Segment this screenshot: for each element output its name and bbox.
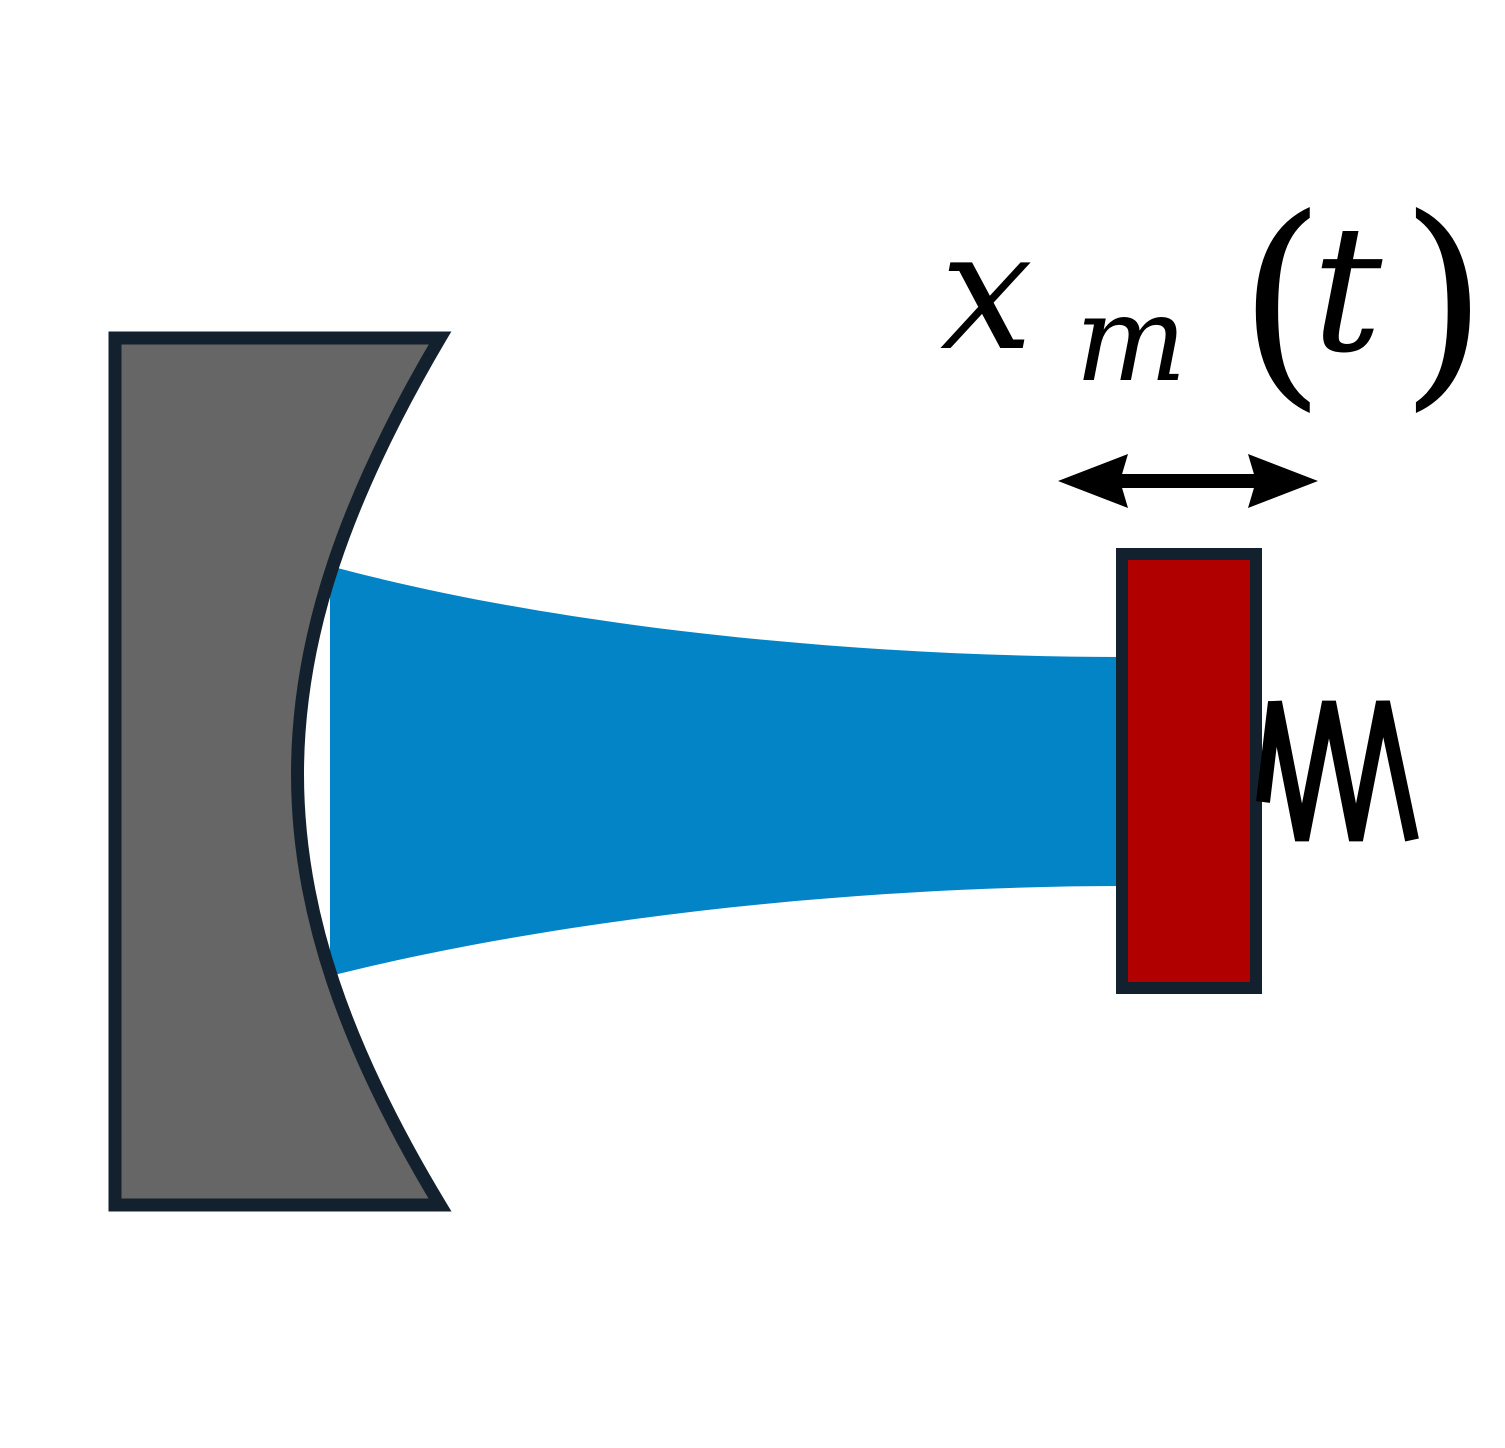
double-arrow-icon <box>1058 454 1318 508</box>
spring-icon <box>1256 700 1419 842</box>
label-subscript: m <box>1075 270 1187 408</box>
label-argument: t <box>1312 189 1383 392</box>
cavity-beam <box>330 566 1125 976</box>
label-open-paren: ( <box>1238 170 1326 432</box>
movable-mirror <box>1116 548 1262 994</box>
displacement-label: x m ( t ) <box>940 170 1488 432</box>
label-variable: x <box>940 195 1033 387</box>
label-close-paren: ) <box>1400 170 1488 432</box>
fixed-concave-mirror <box>108 331 452 1212</box>
